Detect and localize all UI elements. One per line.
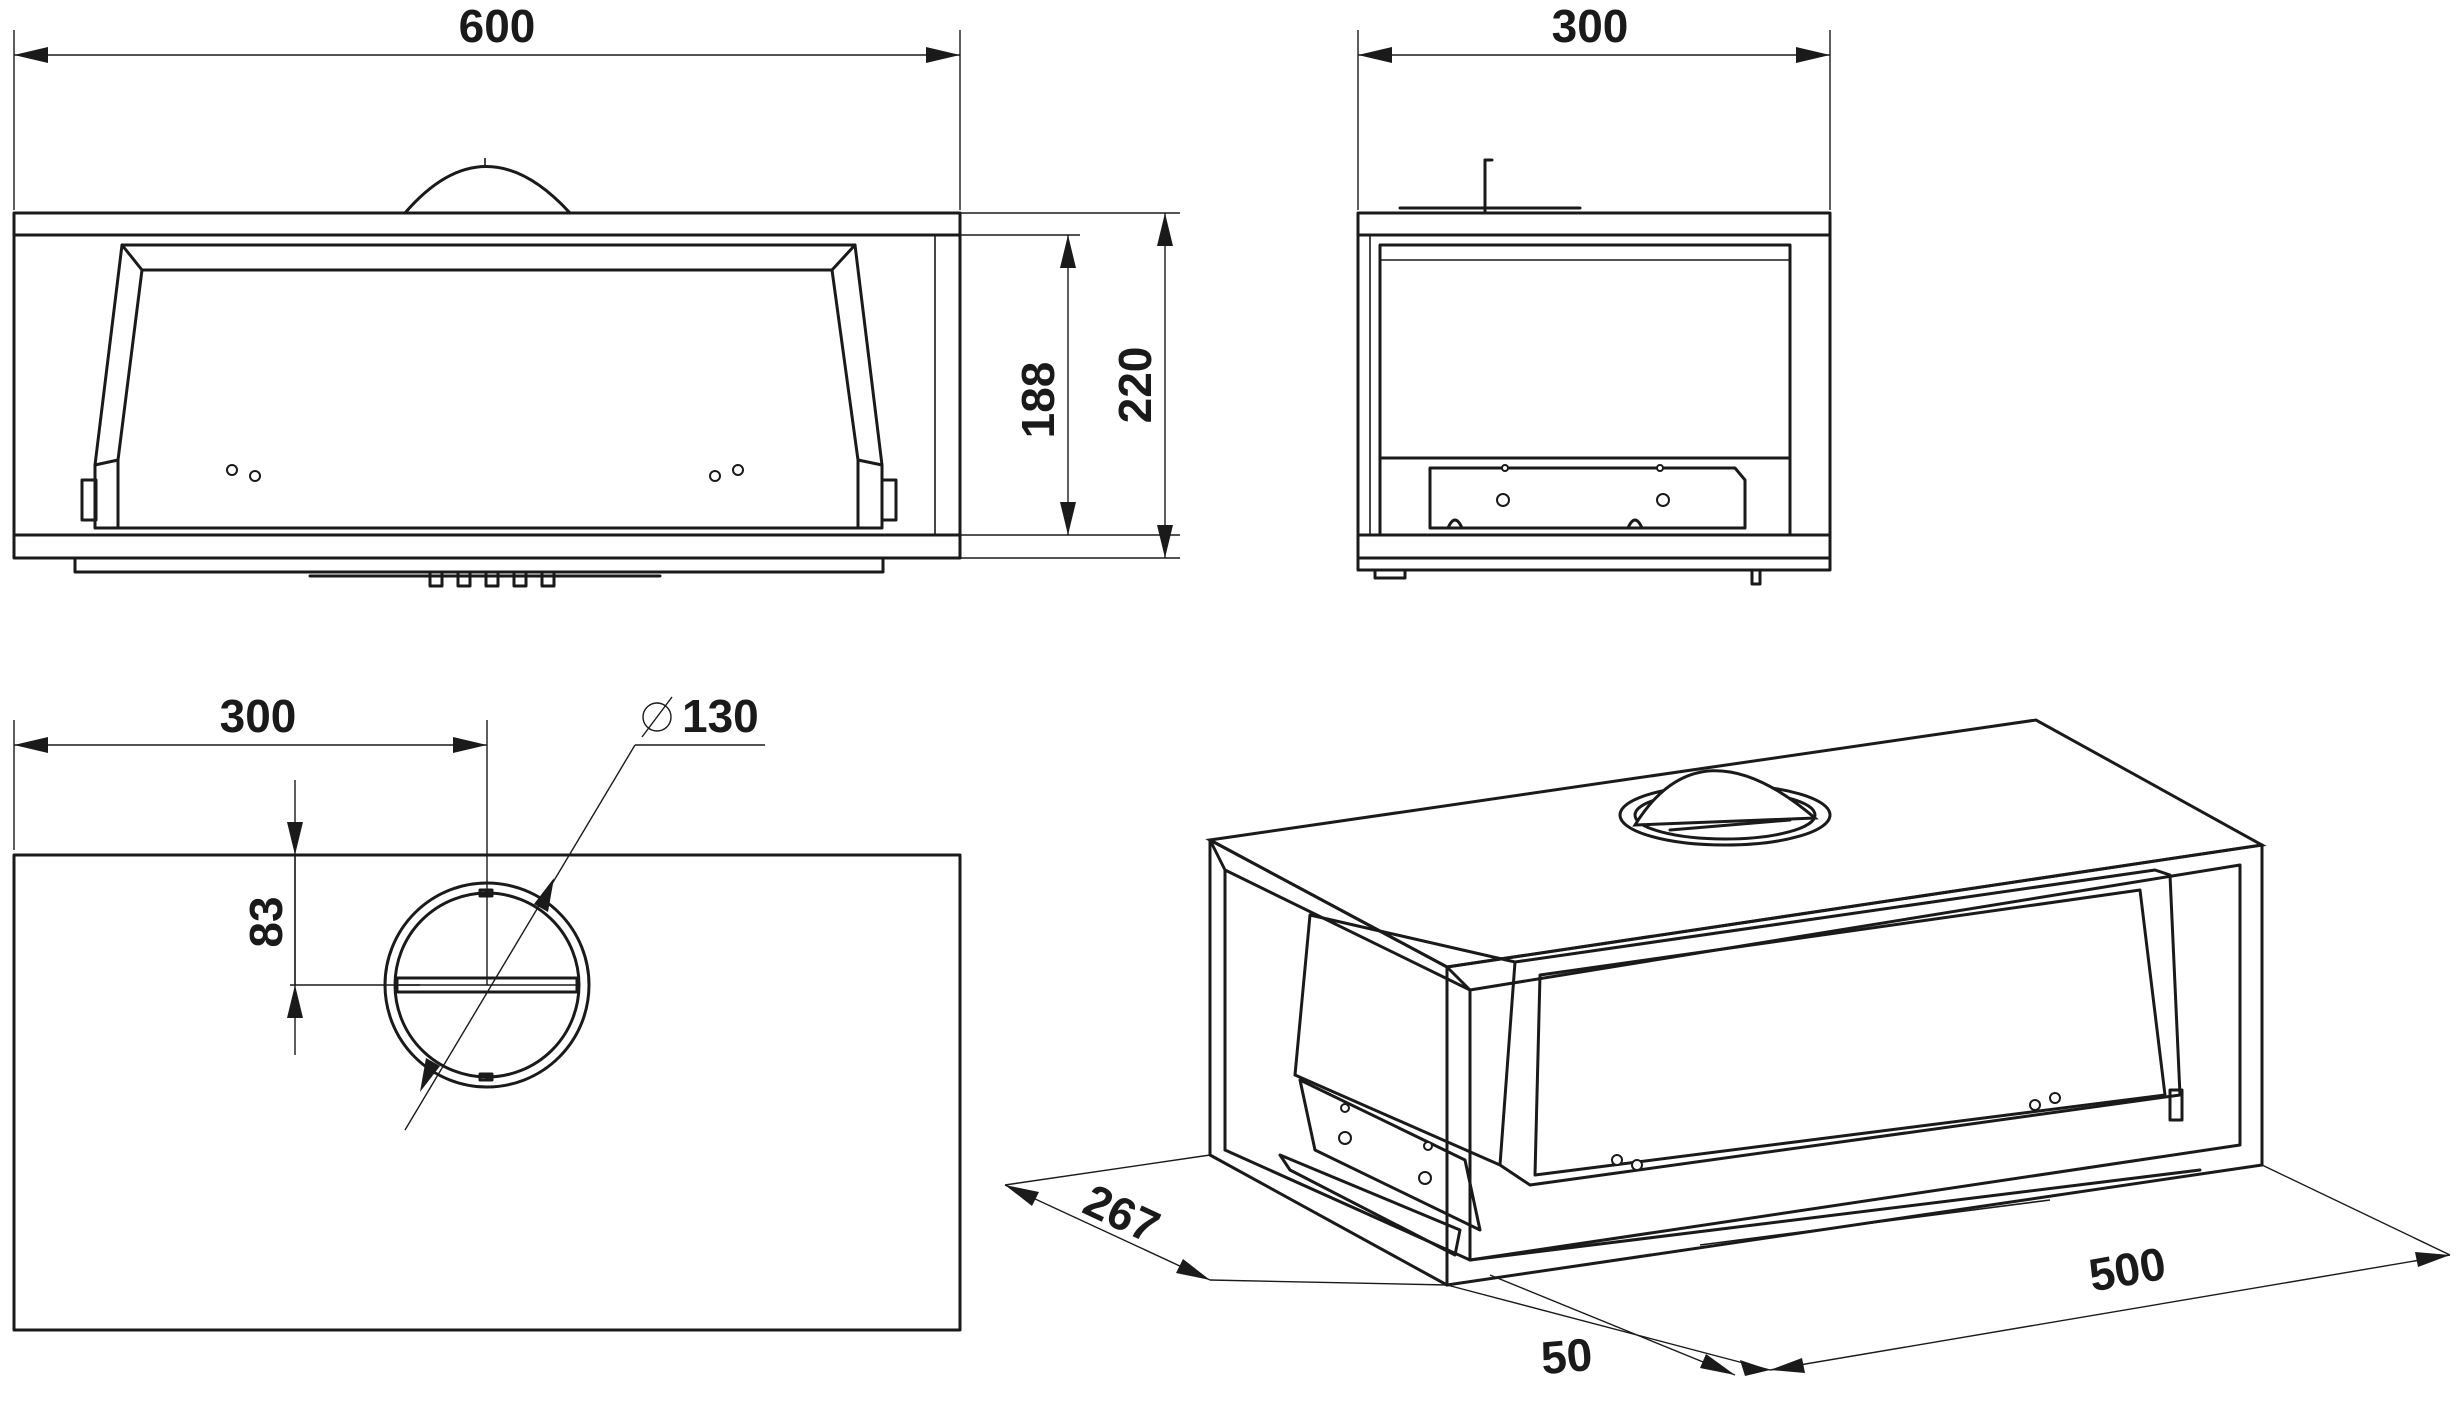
- isometric-view: 267 500 50: [1004, 718, 2451, 1384]
- dim-front-height-inner: 188: [1012, 362, 1064, 439]
- dim-front-width: 600: [459, 0, 536, 52]
- front-view: 600: [12, 0, 1180, 588]
- dim-iso-depth: 267: [1076, 1174, 1168, 1254]
- dim-front-height-outer: 220: [1109, 347, 1161, 424]
- dim-iso-front: 50: [1539, 1328, 1595, 1384]
- dim-iso-width: 500: [2085, 1237, 2170, 1302]
- dim-duct-diameter: 130: [682, 690, 759, 742]
- dim-top-offset-y: 83: [240, 896, 292, 947]
- side-view: 300: [1356, 0, 1832, 586]
- top-view: 300 83 130: [12, 690, 962, 1332]
- dim-side-depth: 300: [1552, 0, 1629, 52]
- dim-top-offset-x: 300: [220, 690, 297, 742]
